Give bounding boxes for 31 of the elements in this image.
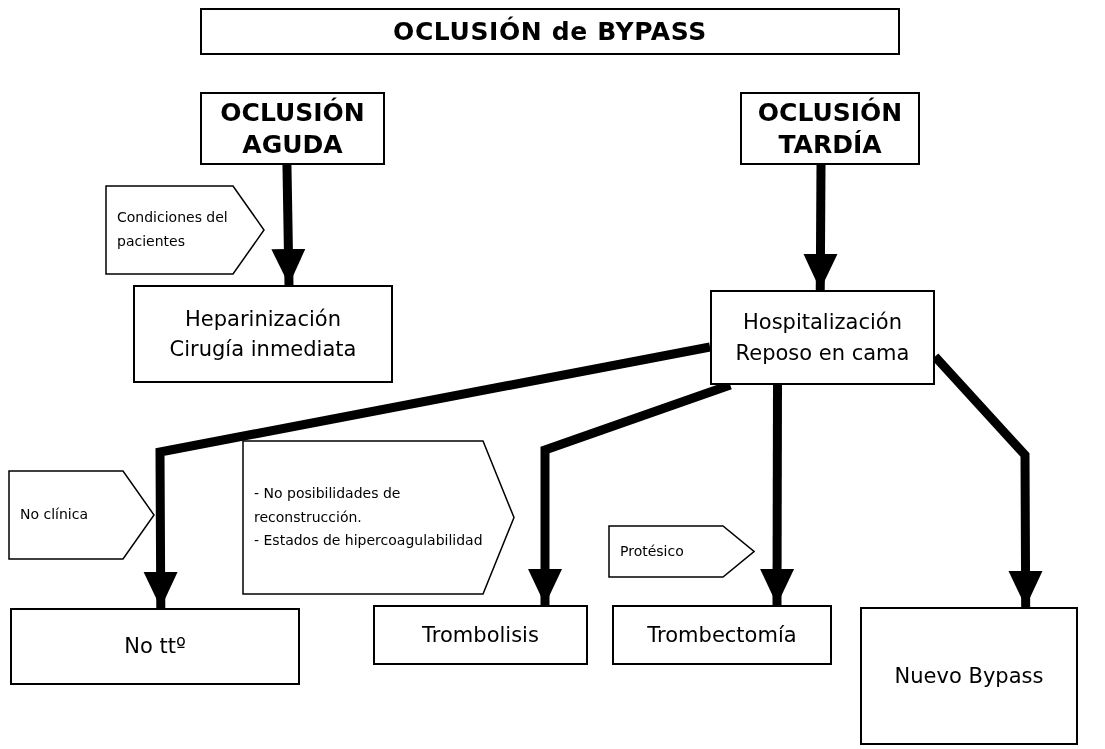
- arrow: [271, 164, 306, 286]
- process-box: [133, 285, 393, 383]
- callout-text: - No posibilidades de reconstrucción.: [254, 483, 402, 527]
- callout-pentagon: [105, 185, 265, 275]
- process-box: [373, 605, 588, 665]
- arrow: [143, 342, 711, 609]
- callout-text: Protésico: [620, 541, 684, 561]
- process-box: [710, 290, 935, 385]
- callout-text: Condiciones del pacientes: [117, 208, 229, 251]
- heading-text: OCLUSIÓN TARDÍA: [757, 97, 903, 160]
- heading-box: [740, 92, 920, 165]
- callout-pentagon: [608, 525, 755, 578]
- box-text: Heparinización Cirugía inmediata: [168, 305, 358, 363]
- callout-text: - Estados de hipercoagulabilidad: [254, 531, 483, 551]
- callout-text: No clínica: [20, 505, 88, 525]
- process-box: [10, 608, 300, 685]
- callout-pentagon: [242, 440, 515, 595]
- box-text: No ttº: [124, 633, 186, 661]
- title-box: [200, 8, 900, 55]
- heading-text: OCLUSIÓN de BYPASS: [393, 15, 707, 48]
- callout-pentagon: [8, 470, 155, 560]
- heading-box: [200, 92, 385, 165]
- arrow: [760, 385, 795, 605]
- box-text: Trombectomía: [647, 621, 797, 649]
- process-box: [860, 607, 1078, 745]
- box-text: Trombolisis: [422, 621, 539, 649]
- process-box: [612, 605, 832, 665]
- box-text: Hospitalización Reposo en cama: [734, 309, 911, 367]
- heading-text: OCLUSIÓN AGUDA: [220, 97, 365, 160]
- box-text: Nuevo Bypass: [894, 662, 1044, 690]
- arrow: [803, 164, 838, 291]
